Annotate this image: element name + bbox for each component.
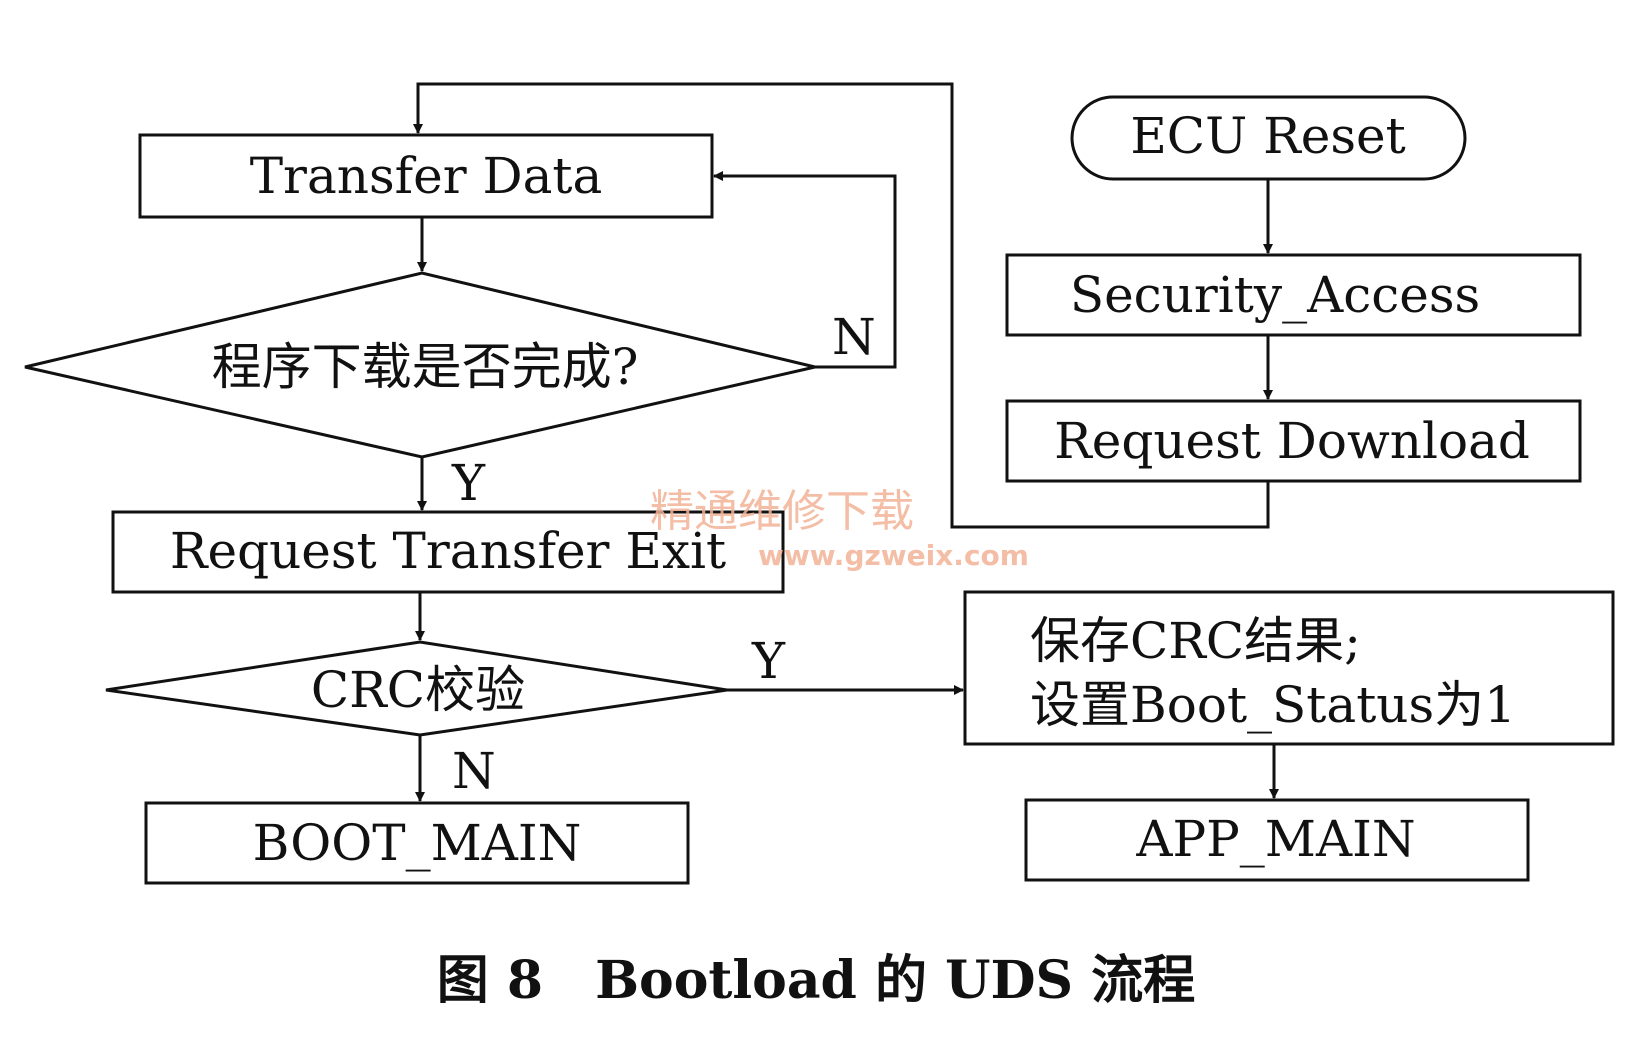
edge-label-crc-yes: Y (751, 632, 786, 690)
security-access-box (1005, 253, 1582, 337)
edge-label-crc-no: N (452, 742, 496, 800)
ecu-reset-label: ECU Reset (1130, 107, 1405, 165)
figure-caption: 图 8 Bootload 的 UDS 流程 (437, 950, 1195, 1011)
boot-main-label: BOOT_MAIN (253, 814, 582, 872)
transfer-data-label: Transfer Data (250, 147, 603, 205)
save-crc-box (963, 590, 1615, 746)
security-access-label: Security_Access (1070, 266, 1480, 324)
watermark-url: www.gzweix.com (758, 539, 1029, 572)
save-crc-line2: 设置Boot_Status为1 (1030, 676, 1516, 734)
save-crc-line1: 保存CRC结果; (1030, 612, 1361, 670)
boot-main-box (144, 801, 690, 885)
edge-label-download-yes: Y (451, 454, 486, 512)
app-main-label: APP_MAIN (1135, 810, 1415, 868)
edge-download-to-transfer (413, 82, 1270, 529)
request-download-label: Request Download (1054, 412, 1530, 470)
request-download-box (1005, 399, 1582, 483)
download-done-label: 程序下载是否完成? (212, 338, 639, 396)
crc-check-label: CRC校验 (311, 661, 525, 719)
request-transfer-exit-label: Request Transfer Exit (170, 522, 726, 580)
edge-label-download-no: N (832, 308, 876, 366)
app-main-box (1024, 798, 1530, 882)
watermark-text: 精通维修下载 (650, 486, 914, 537)
edge-decision-no-loop (713, 171, 897, 369)
request-transfer-exit-box (111, 510, 785, 594)
transfer-data-box (138, 133, 714, 219)
